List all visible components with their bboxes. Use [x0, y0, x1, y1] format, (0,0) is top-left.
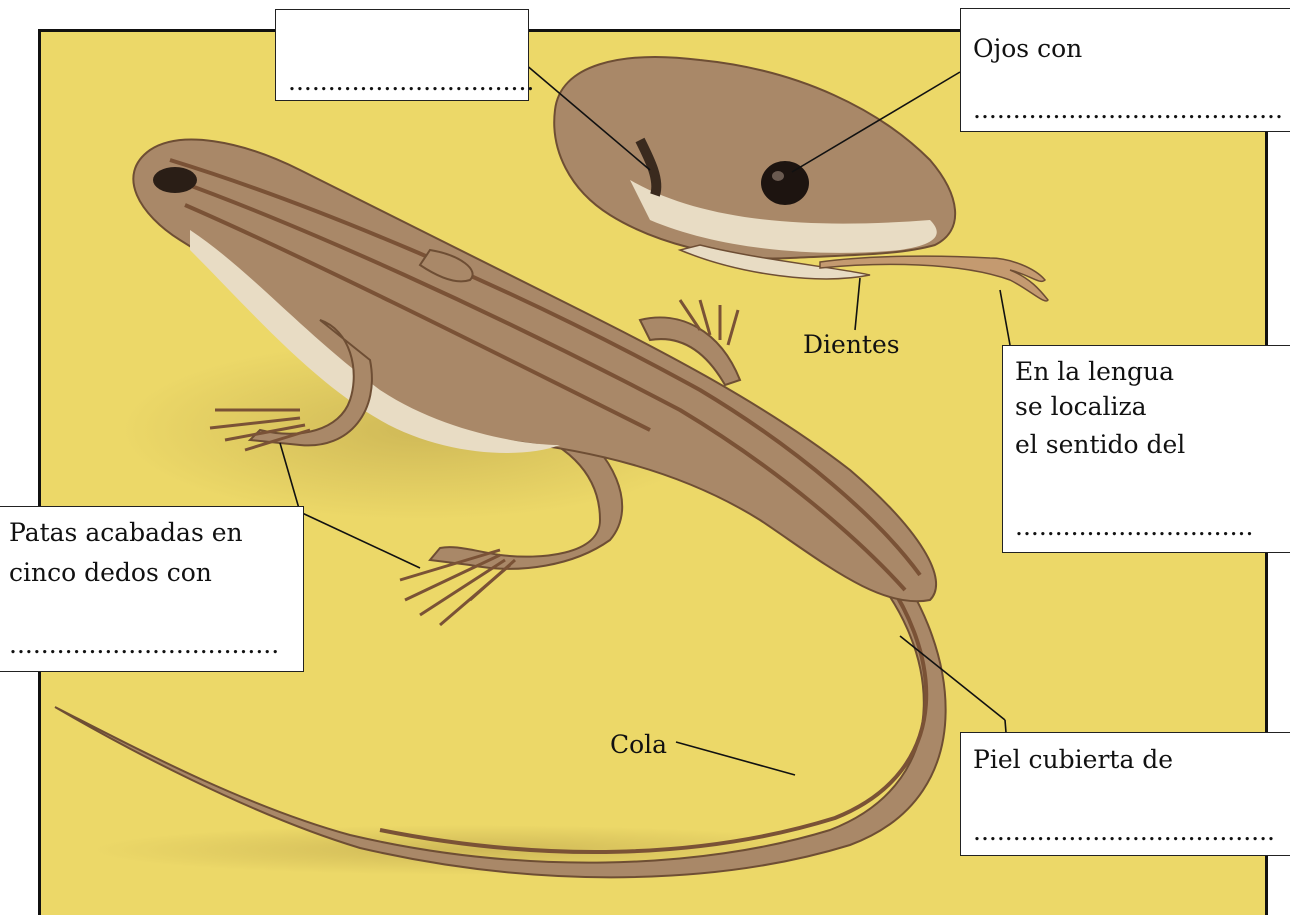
- skin-label-text: Piel cubierta de: [973, 747, 1173, 772]
- tongue-line-1: En la lengua: [1015, 359, 1174, 384]
- skin-answer-blank: ......................................: [973, 819, 1275, 844]
- tongue-label-box: En la lengua se localiza el sentido del …: [1002, 345, 1290, 553]
- head-spot-answer-blank: ...............................: [288, 69, 534, 94]
- legs-line-1: Patas acabadas en: [9, 520, 243, 545]
- eyes-answer-blank: .......................................: [973, 97, 1283, 122]
- skin-label-box: Piel cubierta de .......................…: [960, 732, 1290, 856]
- teeth-label: Dientes: [803, 330, 900, 359]
- eyes-label-text: Ojos con: [973, 36, 1082, 61]
- legs-label-box: Patas acabadas en cinco dedos con ......…: [0, 506, 304, 672]
- head-spot-label-box: ...............................: [275, 9, 529, 101]
- tail-label: Cola: [610, 730, 667, 759]
- tongue-line-3: el sentido del: [1015, 432, 1185, 457]
- legs-line-2: cinco dedos con: [9, 560, 212, 585]
- eyes-label-box: Ojos con ...............................…: [960, 8, 1290, 132]
- tail-stripe: [380, 560, 926, 852]
- tongue-line-2: se localiza: [1015, 394, 1147, 419]
- tongue-answer-blank: ..............................: [1015, 514, 1253, 539]
- legs-answer-blank: ..................................: [9, 632, 279, 657]
- lizard-eye: [153, 167, 197, 193]
